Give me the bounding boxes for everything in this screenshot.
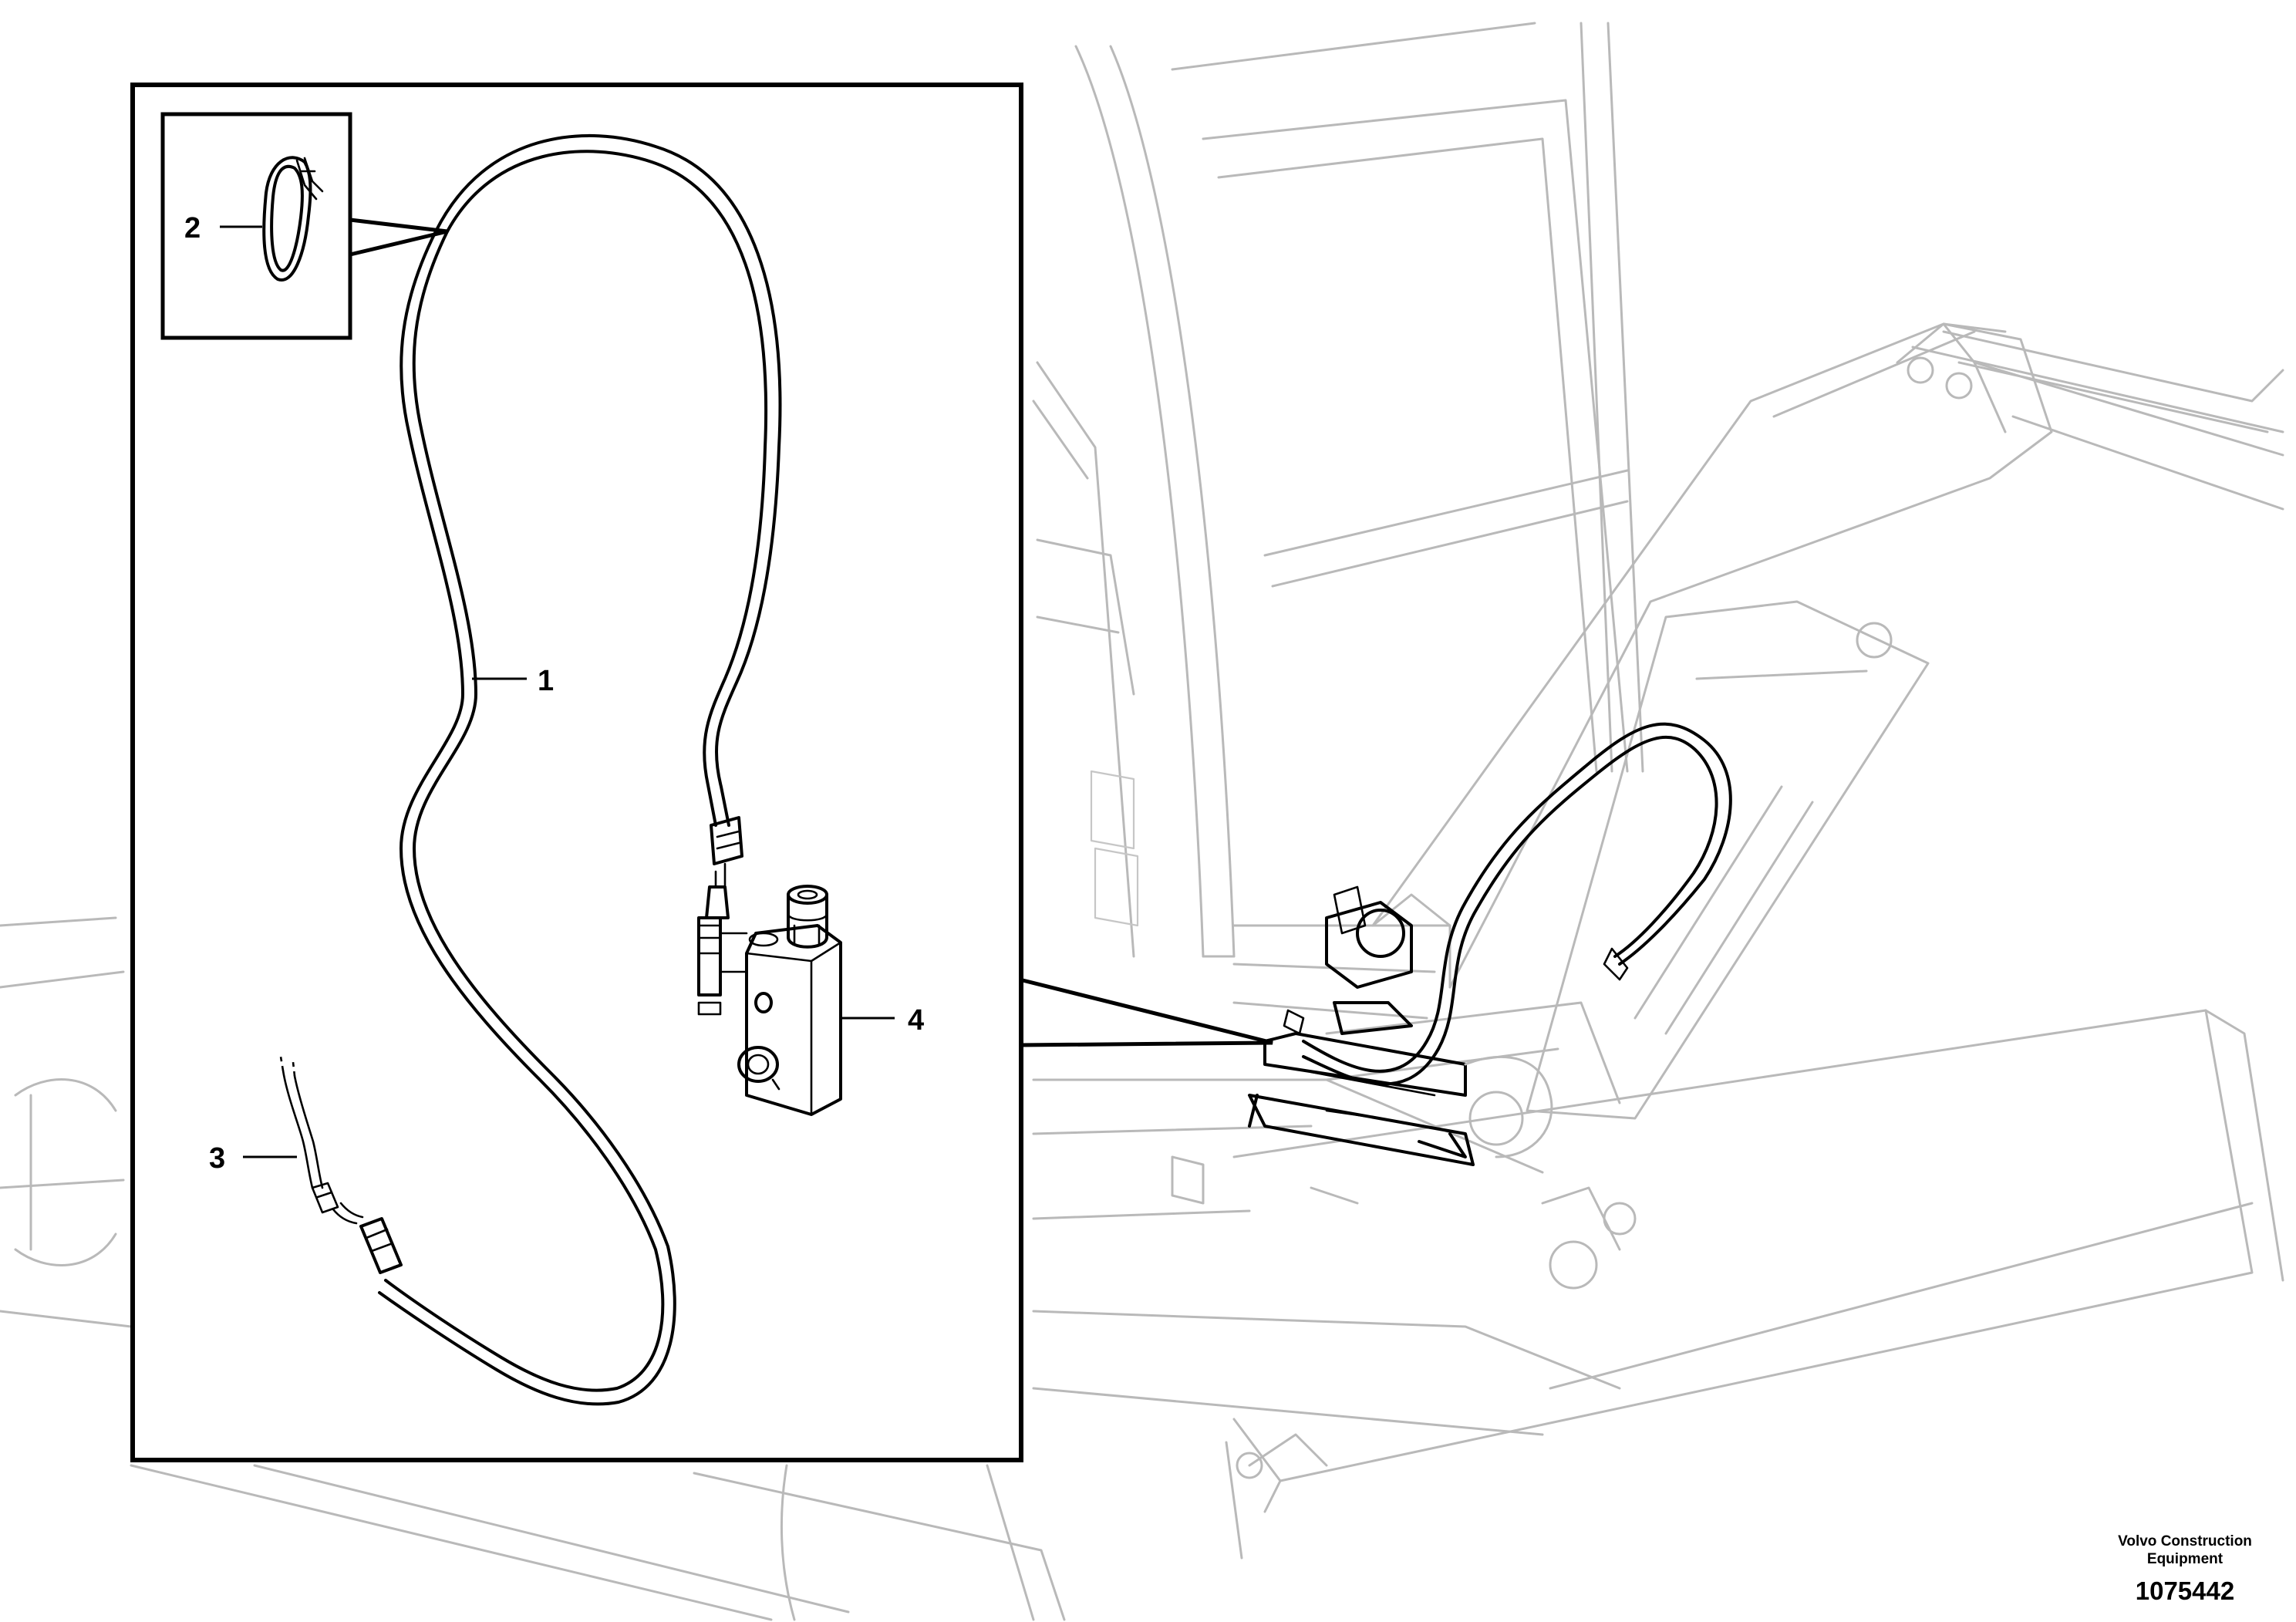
tie-inset-pointer xyxy=(349,218,448,257)
callout-pointer-edges xyxy=(1019,977,1273,1047)
callout-3-label: 3 xyxy=(209,1142,225,1175)
installed-hose-location xyxy=(1248,722,1732,1166)
hose-assembly xyxy=(359,133,782,1406)
callout-2-label: 2 xyxy=(184,212,201,244)
cable-tie-icon xyxy=(262,156,324,282)
callout-4-label: 4 xyxy=(908,1004,924,1037)
credit-line-1: Volvo Construction xyxy=(2118,1533,2252,1549)
callout-1-label: 1 xyxy=(538,665,554,697)
publisher-credit: Volvo Construction Equipment 1075442 xyxy=(2118,1533,2252,1605)
excavator-background-illustration xyxy=(0,22,2284,1621)
valve-block xyxy=(697,870,842,1116)
callout-labels: 1 2 3 4 xyxy=(184,212,924,1175)
document-number: 1075442 xyxy=(2136,1576,2234,1605)
credit-line-2: Equipment xyxy=(2147,1551,2224,1567)
cable-connector xyxy=(279,1056,364,1225)
